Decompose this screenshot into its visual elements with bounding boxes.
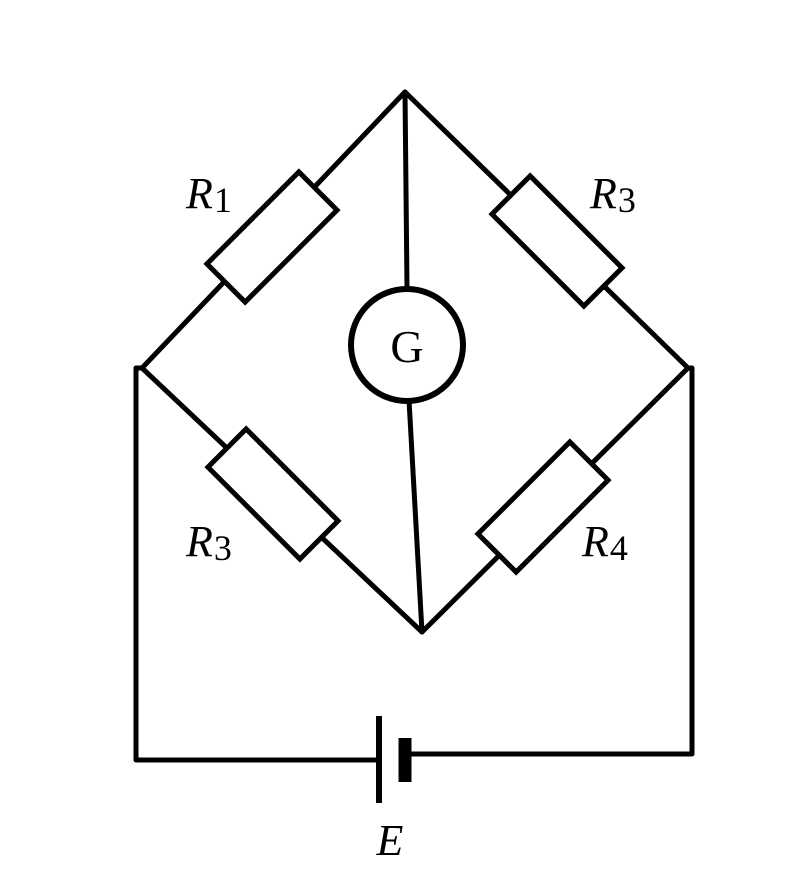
resistor-r3-bottom [204,425,342,563]
resistor-r3-top [488,172,626,310]
label-r4: R4 [581,517,628,568]
wire-galvanometer-to-bottom [406,397,425,635]
galvanometer-circle [348,286,466,404]
label-e: E [376,816,404,865]
label-r1: R1 [185,169,232,220]
resistor-r1 [203,168,341,306]
wire-top-to-galvanometer [402,89,410,291]
label-r3-bottom: R3 [185,517,232,568]
label-r3-top: R3 [589,169,636,220]
resistor-r4 [474,438,612,576]
wire-left-outer [133,365,380,763]
wire-right-outer [404,365,695,757]
galvanometer-label: G [390,321,423,372]
galvanometer: G [348,286,466,404]
battery-e [376,716,412,803]
